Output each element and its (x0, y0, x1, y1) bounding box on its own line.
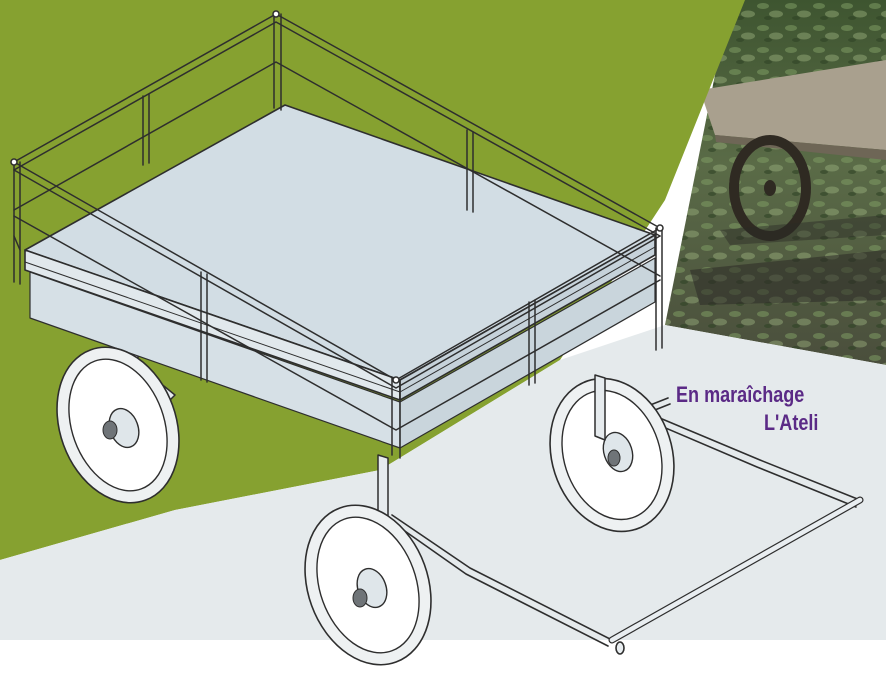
wheel-rear-right (549, 377, 675, 533)
deck (24, 104, 656, 449)
wheel-front-left (56, 346, 180, 504)
field-photo (665, 0, 886, 365)
rails (10, 10, 664, 459)
headline-line-1: En maraîchage (676, 382, 805, 407)
grey-panel (0, 325, 886, 640)
headline-line-2: L'Ateli (764, 410, 819, 435)
wheel-front-right (304, 504, 432, 666)
